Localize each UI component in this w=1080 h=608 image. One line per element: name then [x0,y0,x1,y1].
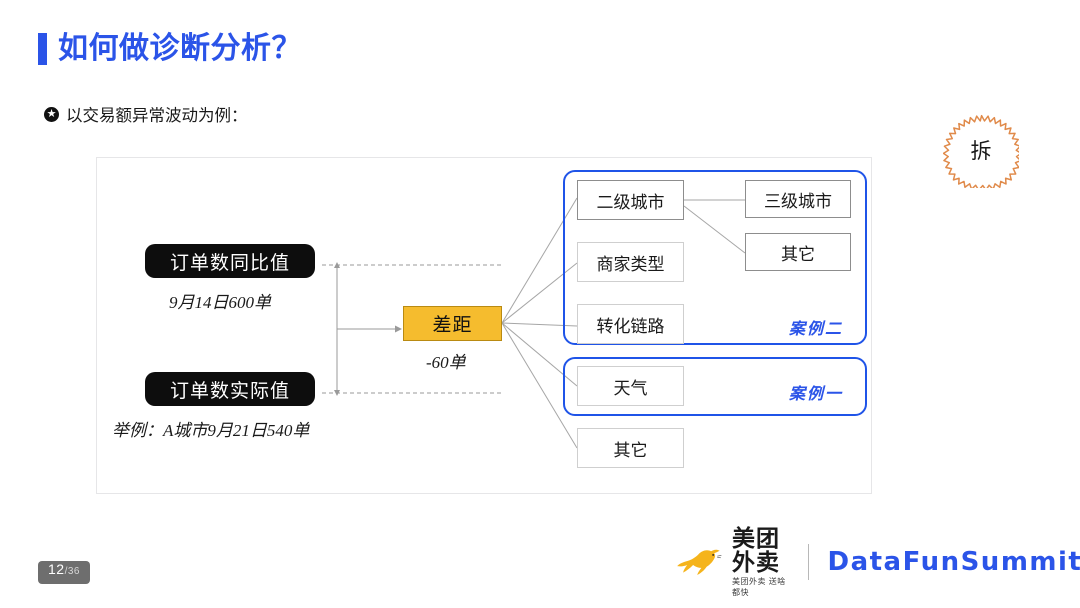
page-separator: / [64,566,68,577]
brand-cn-tagline: 美团外卖 送啥都快 [732,577,786,598]
starburst-seal-icon: 拆 [943,112,1019,188]
footer-logo: 美团外卖 美团外卖 送啥都快 DataFunSummit [676,526,1080,597]
node-other-lower[interactable]: 其它 [577,428,684,468]
page-number-badge: 12/36 [38,561,90,584]
group-case-one-label: 案例一 [789,386,844,403]
page-current: 12 [48,561,65,577]
brand-cn-name: 美团外卖 [732,524,780,575]
caption-gap: -60单 [426,353,466,372]
group-case-two [563,170,867,345]
diagram-panel: 订单数同比值 9月14日600单 订单数实际值 举例：A城市9月21日540单 … [96,157,872,494]
node-secondary-city[interactable]: 二级城市 [577,180,684,220]
star-in-circle-icon: ★ [44,106,59,122]
brand-divider [807,544,809,580]
node-weather[interactable]: 天气 [577,366,684,406]
page-title: 如何做诊断分析？ [58,32,302,65]
brand-cn-block: 美团外卖 美团外卖 送啥都快 [732,526,789,598]
subtitle-text: 以交易额异常波动为例： [66,107,248,125]
kangaroo-icon [677,549,722,575]
node-merchant-type[interactable]: 商家类型 [577,242,684,282]
subtitle-row: ★ 以交易额异常波动为例： [44,102,248,126]
node-gap[interactable]: 差距 [403,306,502,341]
group-case-two-label: 案例二 [789,321,844,338]
node-tertiary-city[interactable]: 三级城市 [745,180,851,218]
node-order-yoy[interactable]: 订单数同比值 [145,244,315,278]
caption-order-yoy: 9月14日600单 [169,293,271,312]
page-title-row: 如何做诊断分析？ [38,33,302,65]
page-total: 36 [67,566,80,577]
title-accent-bar [38,33,47,65]
node-other-upper[interactable]: 其它 [745,233,851,271]
caption-order-actual: 举例：A城市9月21日540单 [112,421,310,440]
brand-en-name: DataFunSummit [827,547,1080,577]
group-case-one [563,357,867,416]
node-order-actual[interactable]: 订单数实际值 [145,372,315,406]
node-conversion-path[interactable]: 转化链路 [577,304,684,344]
stamp-label: 拆 [970,140,992,163]
